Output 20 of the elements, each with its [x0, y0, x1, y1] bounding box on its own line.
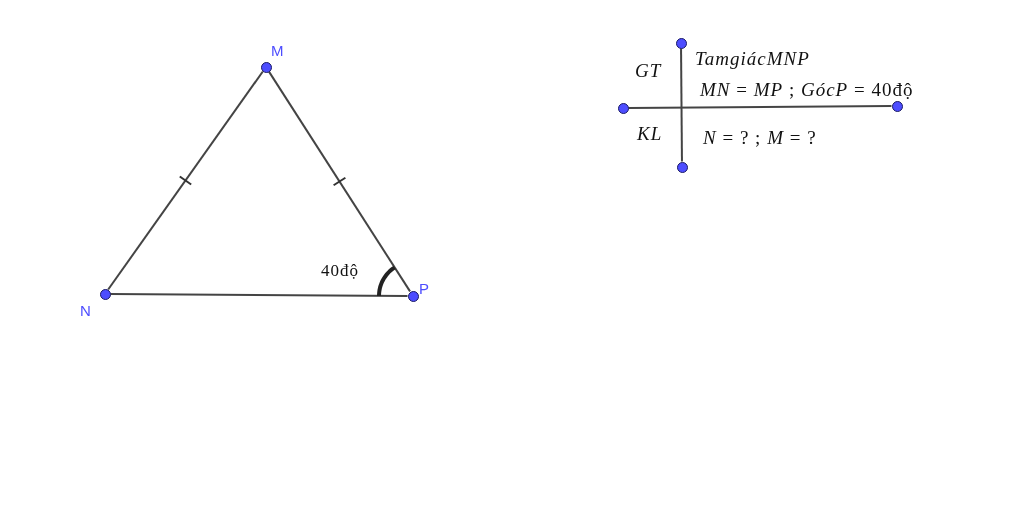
point-marker — [407, 290, 419, 302]
point-marker — [891, 100, 903, 112]
line-segment — [267, 70, 412, 293]
hypothesis-label: GT — [635, 61, 662, 80]
point-marker — [260, 61, 272, 73]
conclusion-label: KL — [637, 124, 663, 143]
line-segment — [627, 105, 893, 109]
point-label: M — [271, 43, 284, 58]
line-segment — [680, 47, 683, 163]
point-marker — [675, 37, 687, 49]
line-segment — [109, 293, 409, 297]
conclusion-text: N = ? ; M = ? — [703, 128, 817, 147]
point-label: N — [80, 303, 91, 318]
point-label: P — [419, 281, 429, 296]
point-marker — [676, 161, 688, 173]
line-segment — [107, 70, 264, 291]
point-marker — [99, 288, 111, 300]
point-marker — [617, 102, 629, 114]
hypothesis-text: MN = MP ; GócP = 40độ — [700, 80, 914, 99]
hypothesis-text: TamgiácMNP — [695, 49, 810, 68]
